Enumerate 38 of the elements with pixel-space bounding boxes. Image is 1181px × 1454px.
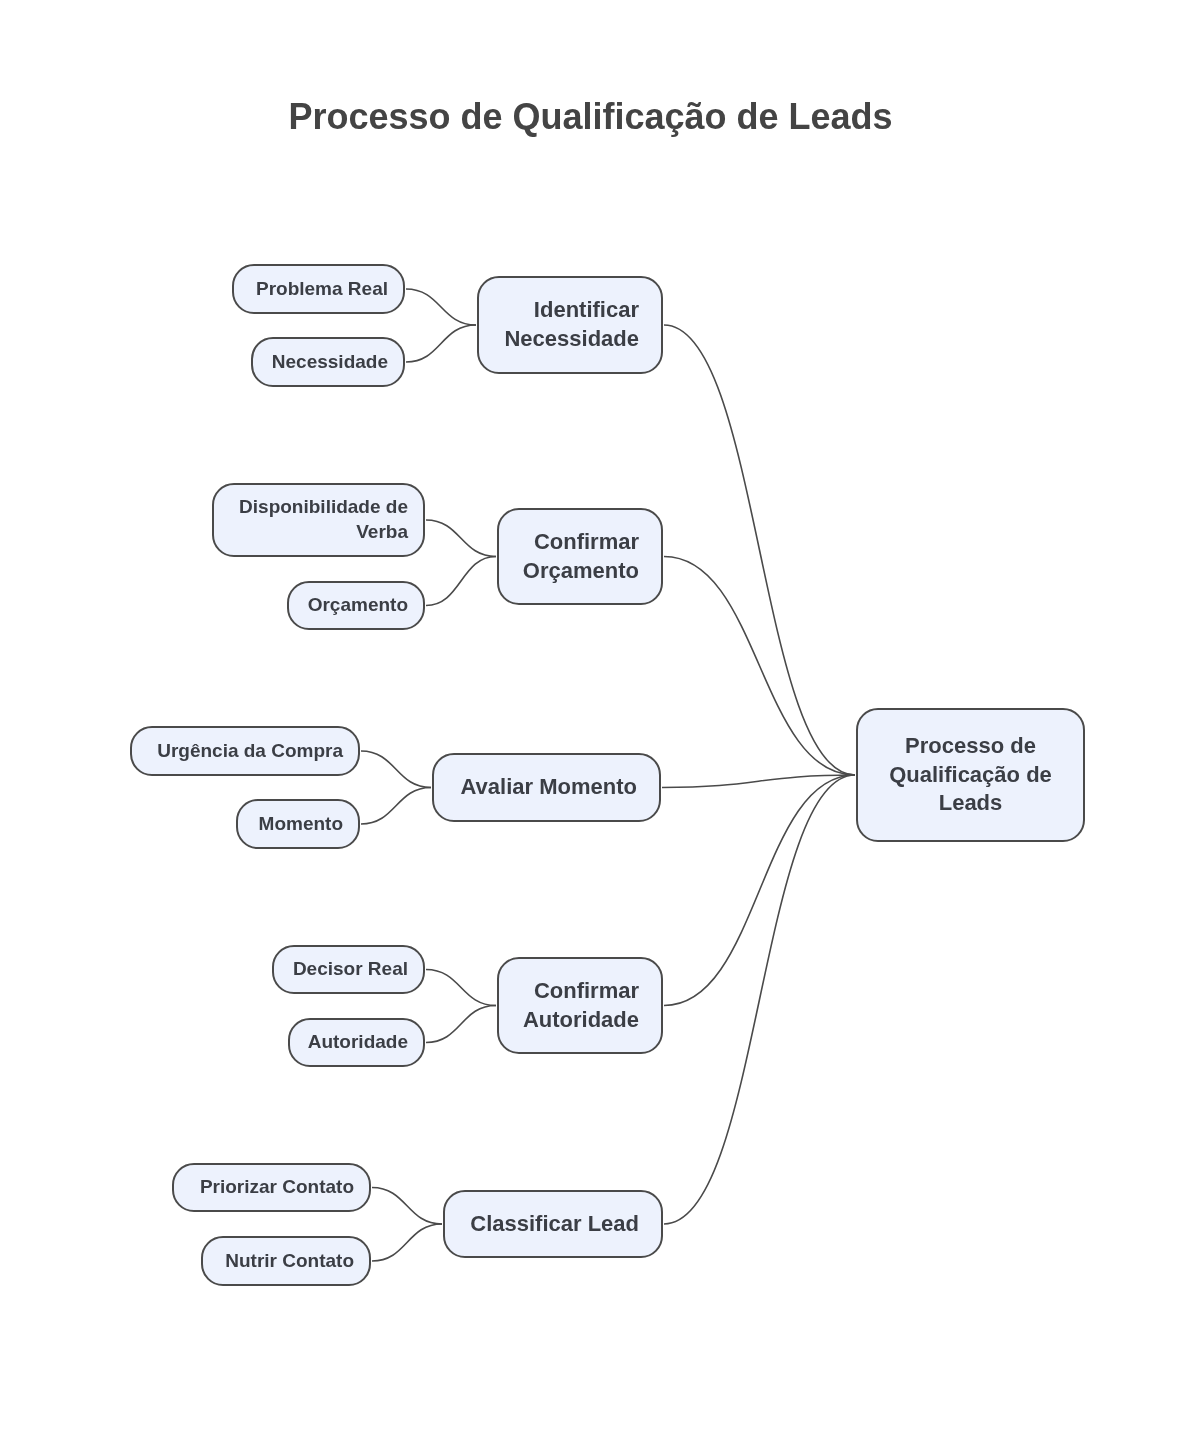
- topic-label: Confirmar Autoridade: [521, 976, 639, 1034]
- connector-line: [425, 1004, 497, 1044]
- connector-line: [425, 555, 497, 607]
- central-topic-box: [856, 708, 1085, 842]
- subtopic-box: [212, 483, 425, 557]
- subtopic-label: Decisor Real: [292, 957, 408, 982]
- subtopic-label: Necessidade: [271, 349, 388, 374]
- subtopic-label: Priorizar Contato: [199, 1175, 354, 1200]
- topic-label: Avaliar Momento: [460, 773, 637, 802]
- topic-label: Identificar Necessidade: [503, 296, 639, 353]
- subtopic-box: [172, 1163, 371, 1212]
- subtopic-box: [236, 799, 360, 849]
- subtopic-box: [130, 726, 360, 776]
- subtopic-label: Disponibilidade de Verba: [238, 495, 408, 544]
- topic-box: [497, 957, 663, 1054]
- central-topic-label: Processo de Qualificação de Leads: [888, 732, 1053, 818]
- subtopic-box: [288, 1018, 425, 1067]
- subtopic-box: [201, 1236, 371, 1286]
- topic-box: [497, 508, 663, 605]
- subtopic-label: Nutrir Contato: [225, 1248, 354, 1273]
- subtopic-label: Urgência da Compra: [157, 738, 343, 763]
- subtopic-box: [232, 264, 405, 314]
- subtopic-box: [287, 581, 425, 630]
- topic-box: [477, 276, 663, 374]
- connector-line: [405, 324, 477, 363]
- subtopic-label: Autoridade: [307, 1030, 408, 1055]
- topic-label: Confirmar Orçamento: [521, 527, 639, 585]
- connector-line: [371, 1223, 443, 1262]
- topic-box: [443, 1190, 663, 1258]
- topic-label: Classificar Lead: [470, 1209, 639, 1238]
- topic-box: [432, 753, 661, 822]
- subtopic-box: [251, 337, 405, 387]
- diagram-title: Processo de Qualificação de Leads: [288, 96, 893, 138]
- subtopic-box: [272, 945, 425, 994]
- subtopic-label: Orçamento: [307, 593, 408, 618]
- subtopic-label: Problema Real: [256, 276, 388, 301]
- subtopic-label: Momento: [258, 811, 343, 836]
- connector-line: [360, 786, 432, 825]
